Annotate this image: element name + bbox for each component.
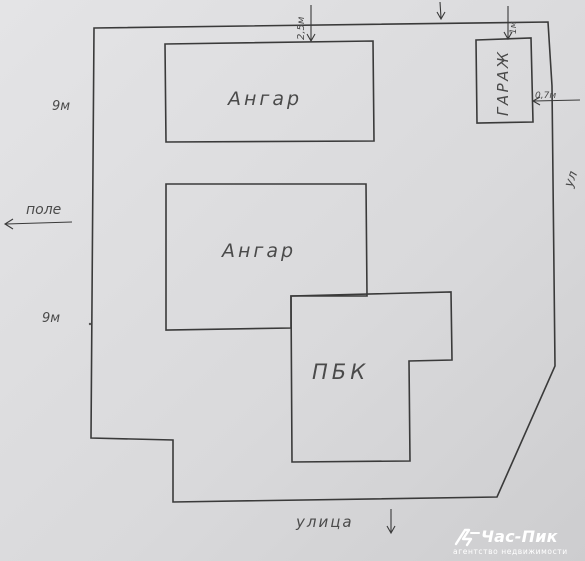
field-label: поле (26, 202, 61, 218)
street-arrow (386, 509, 396, 535)
garage-outline (475, 37, 534, 124)
hangar-mid-label: Ангар (220, 240, 296, 262)
running-figure-logo-icon (454, 528, 480, 547)
dim-garage-top-label: 1м (509, 21, 519, 34)
hangar-top-outline (164, 40, 375, 143)
dim-top-arrow (306, 5, 316, 43)
brand-name: Час-Пик (481, 527, 558, 546)
pencil-mark (88, 322, 92, 326)
hangar-top-label: Ангар (226, 88, 302, 110)
brand-tagline: агентство недвижимости (453, 547, 568, 556)
dim-top-label: 2,5м (296, 16, 307, 40)
side-distance-bottom: 9м (42, 311, 60, 326)
top-edge-arrow (436, 1, 446, 21)
right-edge-label: ул (561, 169, 581, 190)
pbk-label: ПБК (312, 360, 369, 384)
garage-label: ГАРАЖ (494, 49, 512, 116)
dim-garage-right-label: 0,7м (535, 91, 556, 101)
dim-garage-right-arrow (531, 96, 581, 106)
pbk-outline (290, 291, 453, 463)
side-distance-top: 9м (52, 99, 70, 114)
street-label: улица (295, 513, 354, 531)
field-arrow (3, 218, 73, 230)
plot-boundary (90, 21, 556, 503)
dim-garage-top-arrow (503, 6, 513, 41)
brand-watermark: Час-Пик агентство недвижимости (451, 525, 581, 559)
